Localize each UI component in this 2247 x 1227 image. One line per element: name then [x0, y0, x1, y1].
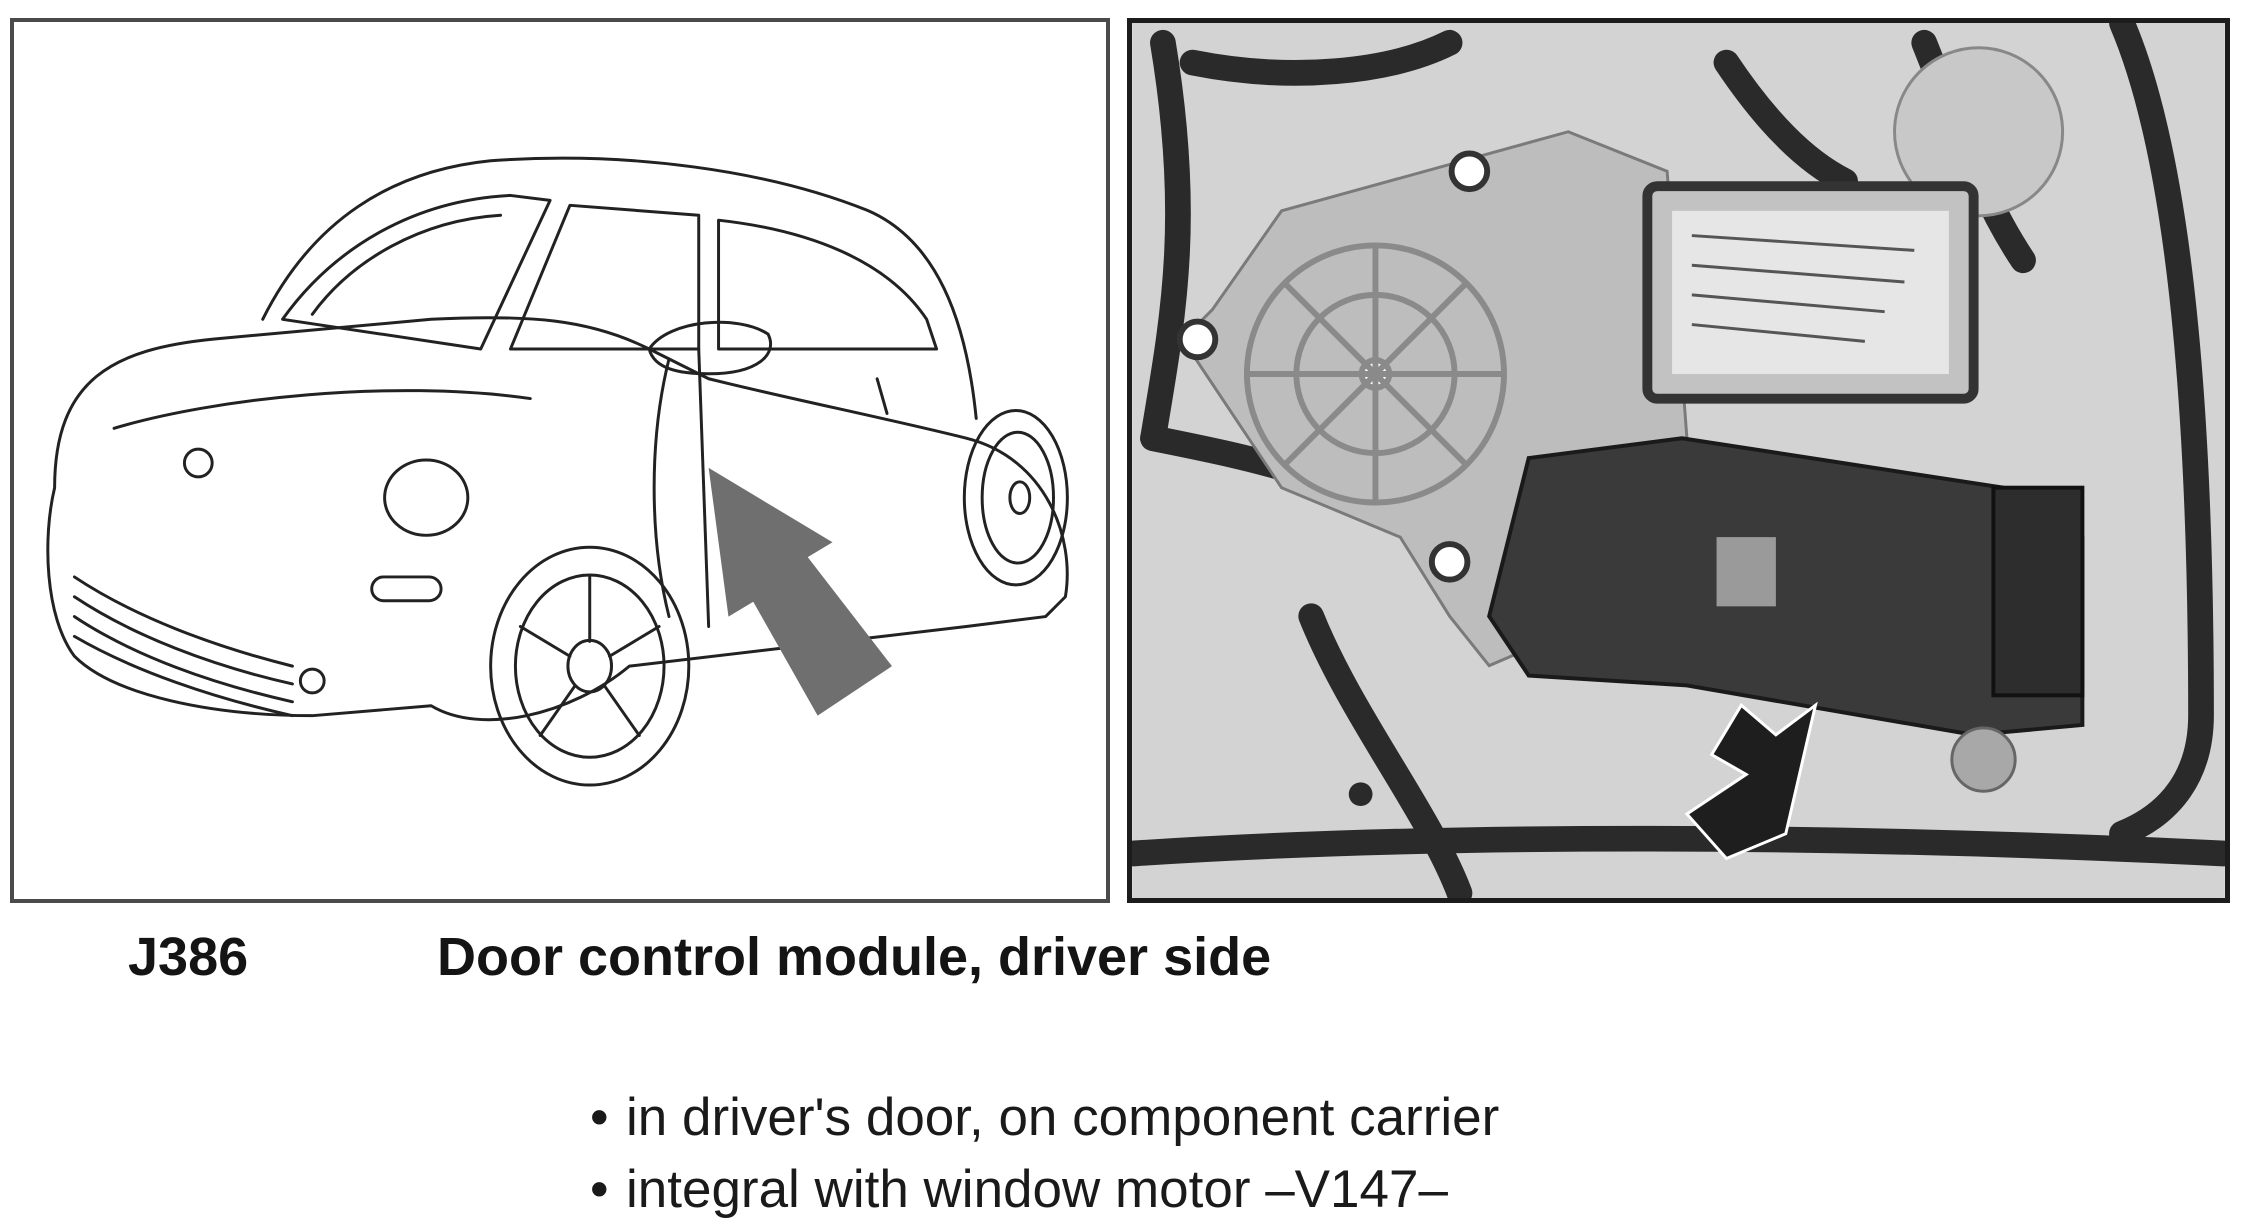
car-front-wheel: [489, 545, 691, 787]
bullet-marker: •: [590, 1088, 609, 1147]
component-title: Door control module, driver side: [437, 927, 1272, 987]
car-fog-lamp: [298, 667, 326, 695]
car-door-line: [697, 347, 711, 628]
mounting-screw: [1428, 541, 1471, 583]
car-windshield-frame: [310, 213, 503, 316]
location-arrow: [1684, 701, 1818, 861]
location-note: • in driver's door, on component carrier: [590, 1082, 1499, 1154]
car-illustration-panel: [10, 18, 1110, 903]
car-roof-line: [261, 156, 978, 420]
bullet-marker: •: [590, 1160, 609, 1219]
car-rear-side-window: [717, 218, 939, 351]
location-note-text: integral with window motor –V147–: [626, 1160, 1448, 1219]
car-windshield: [281, 193, 552, 351]
car-illustration: [46, 156, 1069, 787]
door-module-photo: [1132, 23, 2225, 898]
car-door-handle: [875, 377, 889, 415]
door-control-module: [1487, 436, 2085, 737]
module-label: [1716, 537, 1776, 607]
component-code: J386: [128, 927, 249, 987]
car-headlight: [383, 458, 470, 537]
door-hole: [1348, 782, 1373, 807]
mounting-screw: [1448, 150, 1491, 193]
car-mirror: [647, 320, 772, 376]
car-hood-line: [112, 389, 532, 430]
door-module-photo-panel: [1127, 18, 2230, 903]
car-emblem: [182, 447, 214, 479]
location-note-text: in driver's door, on component carrier: [626, 1088, 1500, 1147]
window-motor-gear: [1243, 242, 1507, 506]
location-arrow: [708, 467, 892, 716]
car-lower-grille: [72, 575, 294, 718]
car-indicator-light: [370, 575, 443, 603]
door-peg: [1950, 726, 2017, 793]
door-knob: [1893, 46, 2065, 218]
car-rear-wheel: [962, 408, 1069, 587]
location-notes-list: •in driver's door, on component carrier …: [590, 1082, 1499, 1226]
location-note: • integral with window motor –V147–: [590, 1154, 1499, 1226]
motor-label-lines: [1691, 234, 1915, 343]
mounting-screw: [1176, 318, 1219, 361]
module-connector: [1991, 485, 2085, 698]
car-body-outline: [46, 316, 1069, 722]
motor-label-sticker: [1672, 210, 1949, 374]
